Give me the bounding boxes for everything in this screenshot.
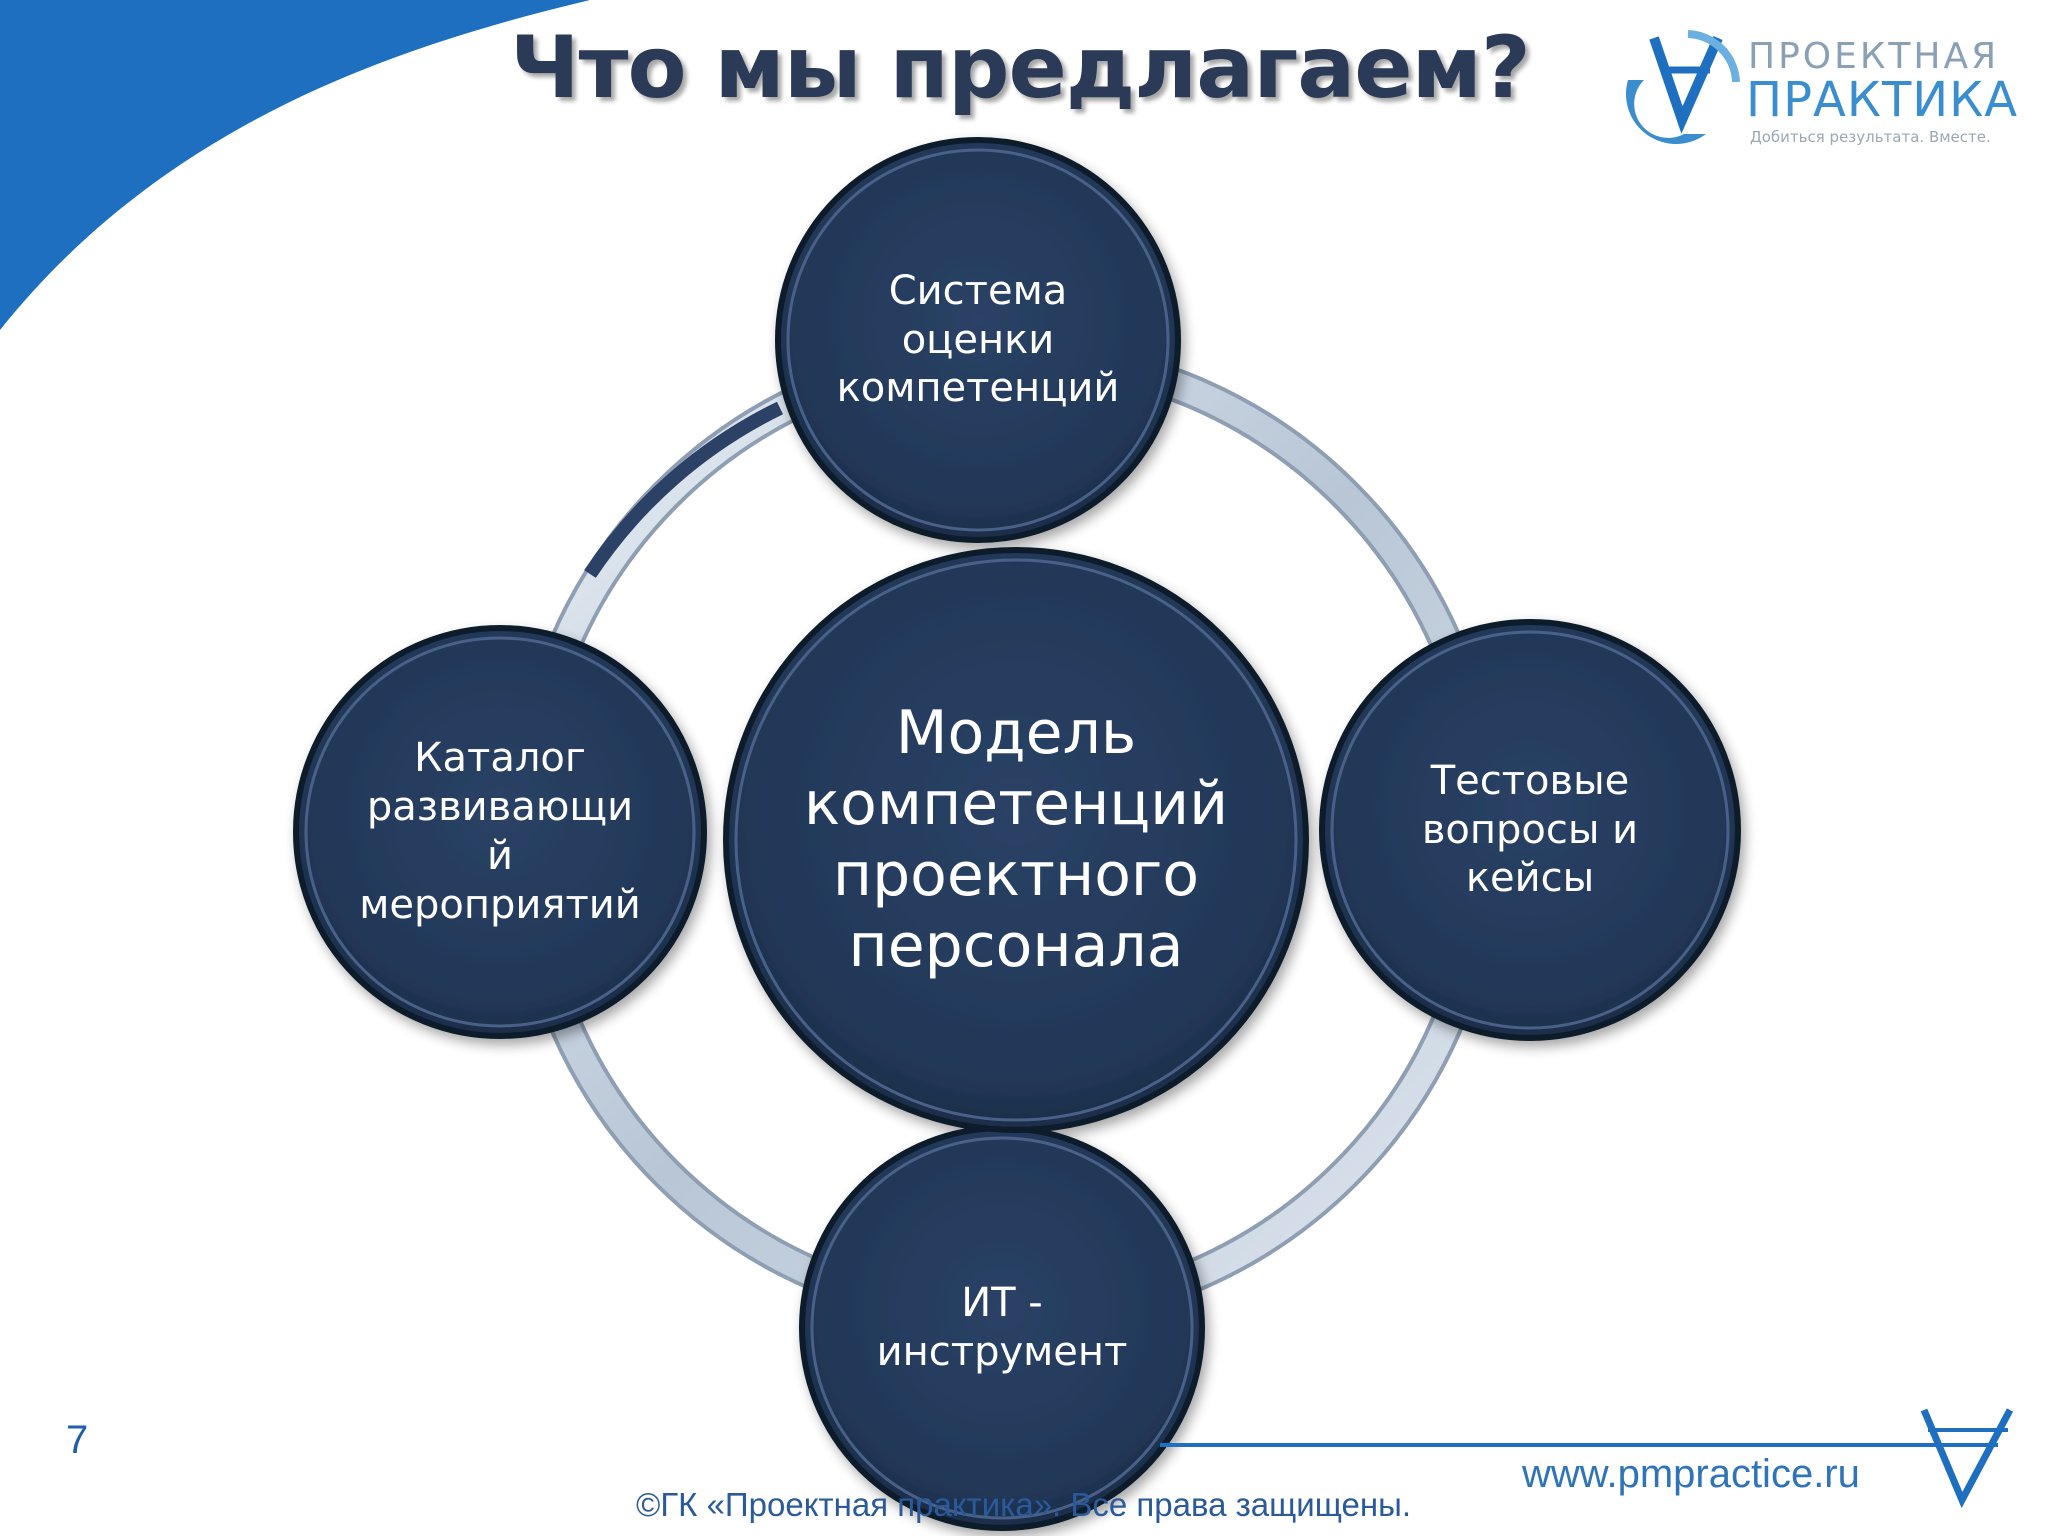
corner-swoosh xyxy=(0,0,590,330)
node-center-line: компетенций xyxy=(803,769,1229,840)
node-center-line: Модель xyxy=(895,698,1137,769)
logo-line1: ПРОЕКТНАЯ xyxy=(1748,36,2000,77)
node-top-label: Система оценки компетенций xyxy=(818,220,1138,460)
node-right-label: Тестовые вопросы и кейсы xyxy=(1370,710,1690,950)
node-right-circle xyxy=(1319,619,1741,1041)
node-bottom-line: инструмент xyxy=(876,1329,1128,1375)
node-top-circle xyxy=(775,137,1181,543)
logo-mark-icon xyxy=(1626,30,1740,144)
page-title: Что мы предлагаем? xyxy=(510,18,1531,118)
node-left-line: й xyxy=(487,833,513,879)
node-left-line: Каталог xyxy=(414,735,586,782)
logo-tagline: Добиться результата. Вместе. xyxy=(1750,128,1991,146)
node-left-label: Каталог развивающи й мероприятий xyxy=(340,712,660,952)
logo-line2: ПРАКТИКА xyxy=(1746,72,2019,128)
node-center-line: персонала xyxy=(848,910,1184,981)
node-left-circle xyxy=(293,625,707,1039)
node-bottom-line: ИТ - xyxy=(961,1280,1043,1327)
website-link[interactable]: www.pmpractice.ru xyxy=(1522,1452,1860,1496)
node-left-line: мероприятий xyxy=(359,881,641,928)
node-top-line: компетенций xyxy=(836,365,1120,412)
footer-check-icon xyxy=(1920,1408,2014,1509)
node-center-circle xyxy=(723,547,1309,1133)
node-center-label: Модель компетенций проектного персонала xyxy=(776,640,1256,1040)
node-bottom-label: ИТ - инструмент xyxy=(842,1238,1162,1418)
page-number: 7 xyxy=(66,1418,89,1462)
node-right-line: Тестовые xyxy=(1430,757,1630,804)
company-logo: ПРОЕКТНАЯ ПРАКТИКА Добиться результата. … xyxy=(1618,22,2028,152)
node-top-line: Система xyxy=(888,267,1068,314)
node-left-line: развивающи xyxy=(366,784,634,831)
copyright-footer: ©ГК «Проектная практика». Все права защи… xyxy=(636,1486,1411,1523)
node-right-line: вопросы и xyxy=(1421,806,1639,853)
node-right-line: кейсы xyxy=(1465,855,1595,902)
node-top-line: оценки xyxy=(901,316,1055,363)
node-center-line: проектного xyxy=(832,840,1200,910)
